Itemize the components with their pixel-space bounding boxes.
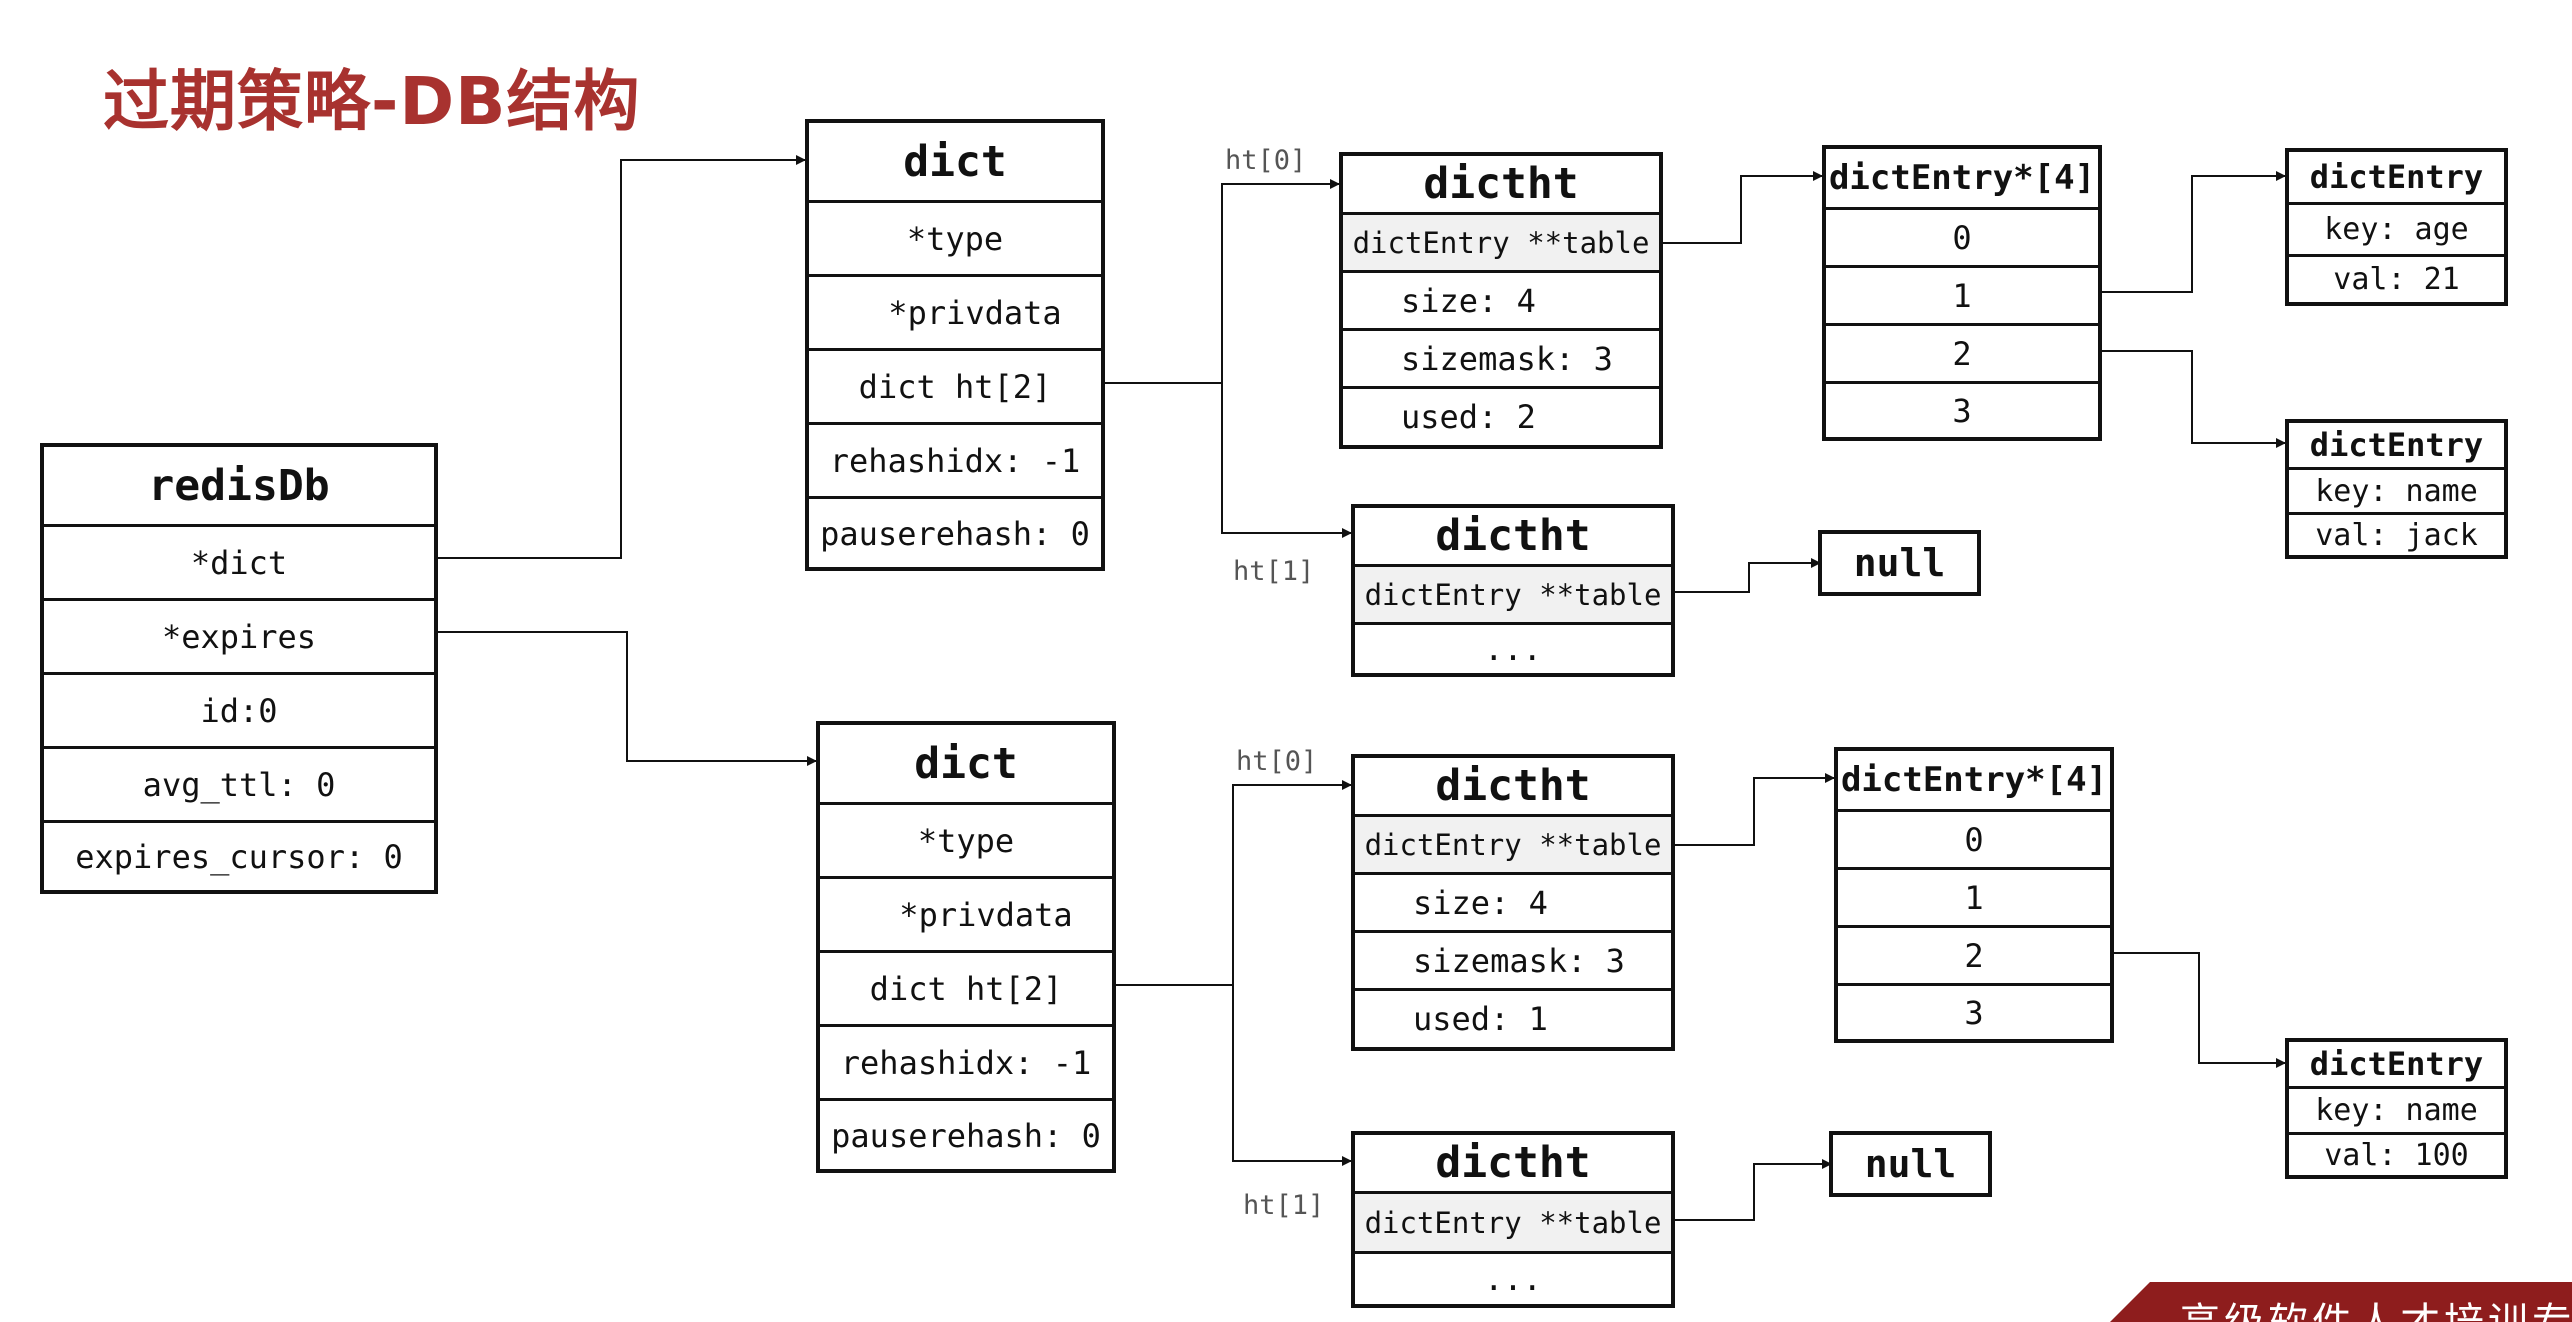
dictht-table-field: dictEntry **table [1355,1191,1671,1251]
entry-val: val: jack [2289,512,2504,555]
dictht-size: size: 4 [1343,270,1659,328]
dictht-table-field: dictEntry **table [1355,564,1671,622]
dict-field-privdata: *privdata [820,876,1112,950]
dict-field-ht: dict ht[2] [820,950,1112,1024]
entry-key: key: name [2289,467,2504,512]
dictht-header: dictht [1435,761,1591,811]
array-slot: 3 [1826,381,2098,437]
arrow-d1-slot2 [2100,350,2286,448]
ht1-label: ht[1] [1233,556,1315,587]
redisdb-field-avg-ttl: avg_ttl: 0 [44,746,434,820]
dictht-more: ... [1355,622,1671,673]
dict-struct-2: dict *type *privdata dict ht[2] rehashid… [816,721,1116,1173]
dict-field-pauserehash: pauserehash: 0 [809,496,1101,568]
array-slot: 2 [1838,925,2110,983]
dict-field-type: *type [809,200,1101,274]
ht1-label: ht[1] [1243,1190,1325,1221]
redisdb-struct: redisDb *dict *expires id:0 avg_ttl: 0 e… [40,443,438,894]
entry-header: dictEntry [2309,158,2484,196]
array-header: dictEntry*[4] [1828,158,2096,198]
array-slot: 0 [1838,809,2110,867]
dictht-ht1-2: dictht dictEntry **table ... [1351,1131,1675,1308]
redisdb-field-id: id:0 [44,672,434,746]
redisdb-field-expires: *expires [44,598,434,672]
redisdb-field-expires-cursor: expires_cursor: 0 [44,820,434,891]
brand-banner-text: 高级软件人才培训专 [2180,1290,2572,1322]
redisdb-field-dict: *dict [44,524,434,598]
dictentry-name-100: dictEntry key: name val: 100 [2285,1038,2508,1179]
dictht-sizemask: sizemask: 3 [1355,930,1671,988]
dictht-ht1-1: dictht dictEntry **table ... [1351,504,1675,677]
dictht-ht0-1: dictht dictEntry **table size: 4 sizemas… [1339,152,1663,449]
arrow-d1-ht1 [1221,383,1352,538]
dict-field-rehashidx: rehashidx: -1 [809,422,1101,496]
arrow-dict [436,155,806,559]
dictht-ht0-2: dictht dictEntry **table size: 4 sizemas… [1351,754,1675,1051]
array-header: dictEntry*[4] [1840,760,2108,800]
dictentry-name-jack: dictEntry key: name val: jack [2285,419,2508,559]
dictentry-age: dictEntry key: age val: 21 [2285,148,2508,306]
dictentry-array-1: dictEntry*[4] 0 1 2 3 [1822,145,2102,441]
dictht-used: used: 1 [1355,988,1671,1047]
array-slot: 1 [1838,867,2110,925]
dictht-header: dictht [1435,511,1591,561]
arrow-d1-ht0 [1104,179,1340,384]
entry-key: key: age [2289,202,2504,254]
dict-field-privdata: *privdata [809,274,1101,348]
ht0-label: ht[0] [1225,145,1307,176]
ht0-label: ht[0] [1236,746,1318,777]
entry-key: key: name [2289,1086,2504,1132]
entry-val: val: 21 [2289,254,2504,302]
array-slot: 0 [1826,207,2098,265]
dict-header: dict [903,136,1007,187]
brand-banner: 高级软件人才培训专 [2110,1282,2572,1322]
arrow-d2-ht0 [1115,780,1352,986]
dict-header: dict [914,738,1018,789]
dict-field-ht: dict ht[2] [809,348,1101,422]
null-box-1: null [1818,530,1981,596]
arrow-d2-table [1673,773,1835,846]
entry-val: val: 100 [2289,1132,2504,1175]
dictht-sizemask: sizemask: 3 [1343,328,1659,386]
arrow-d1-slot1 [2100,171,2286,293]
array-slot: 2 [1826,323,2098,381]
dictentry-array-2: dictEntry*[4] 0 1 2 3 [1834,747,2114,1043]
array-slot: 3 [1838,983,2110,1039]
arrow-d2-null [1673,1159,1832,1221]
array-slot: 1 [1826,265,2098,323]
dictht-table-field: dictEntry **table [1355,814,1671,872]
dictht-header: dictht [1423,159,1579,209]
dict-field-rehashidx: rehashidx: -1 [820,1024,1112,1098]
dictht-more: ... [1355,1251,1671,1304]
entry-header: dictEntry [2309,1045,2484,1083]
arrow-d2-slot2 [2112,952,2286,1068]
arrow-d2-ht1 [1232,985,1352,1166]
arrow-expires [436,631,817,766]
entry-header: dictEntry [2309,426,2484,464]
dict-struct-1: dict *type *privdata dict ht[2] rehashid… [805,119,1105,571]
dictht-size: size: 4 [1355,872,1671,930]
dictht-table-field: dictEntry **table [1343,212,1659,270]
dict-field-type: *type [820,802,1112,876]
redisdb-header: redisDb [148,460,330,511]
arrow-d1-null [1673,558,1821,593]
slide-title: 过期策略-DB结构 [103,63,641,140]
null-box-2: null [1829,1131,1992,1197]
dict-field-pauserehash: pauserehash: 0 [820,1098,1112,1170]
dictht-used: used: 2 [1343,386,1659,445]
dictht-header: dictht [1435,1138,1591,1188]
arrow-d1-table [1661,171,1823,244]
